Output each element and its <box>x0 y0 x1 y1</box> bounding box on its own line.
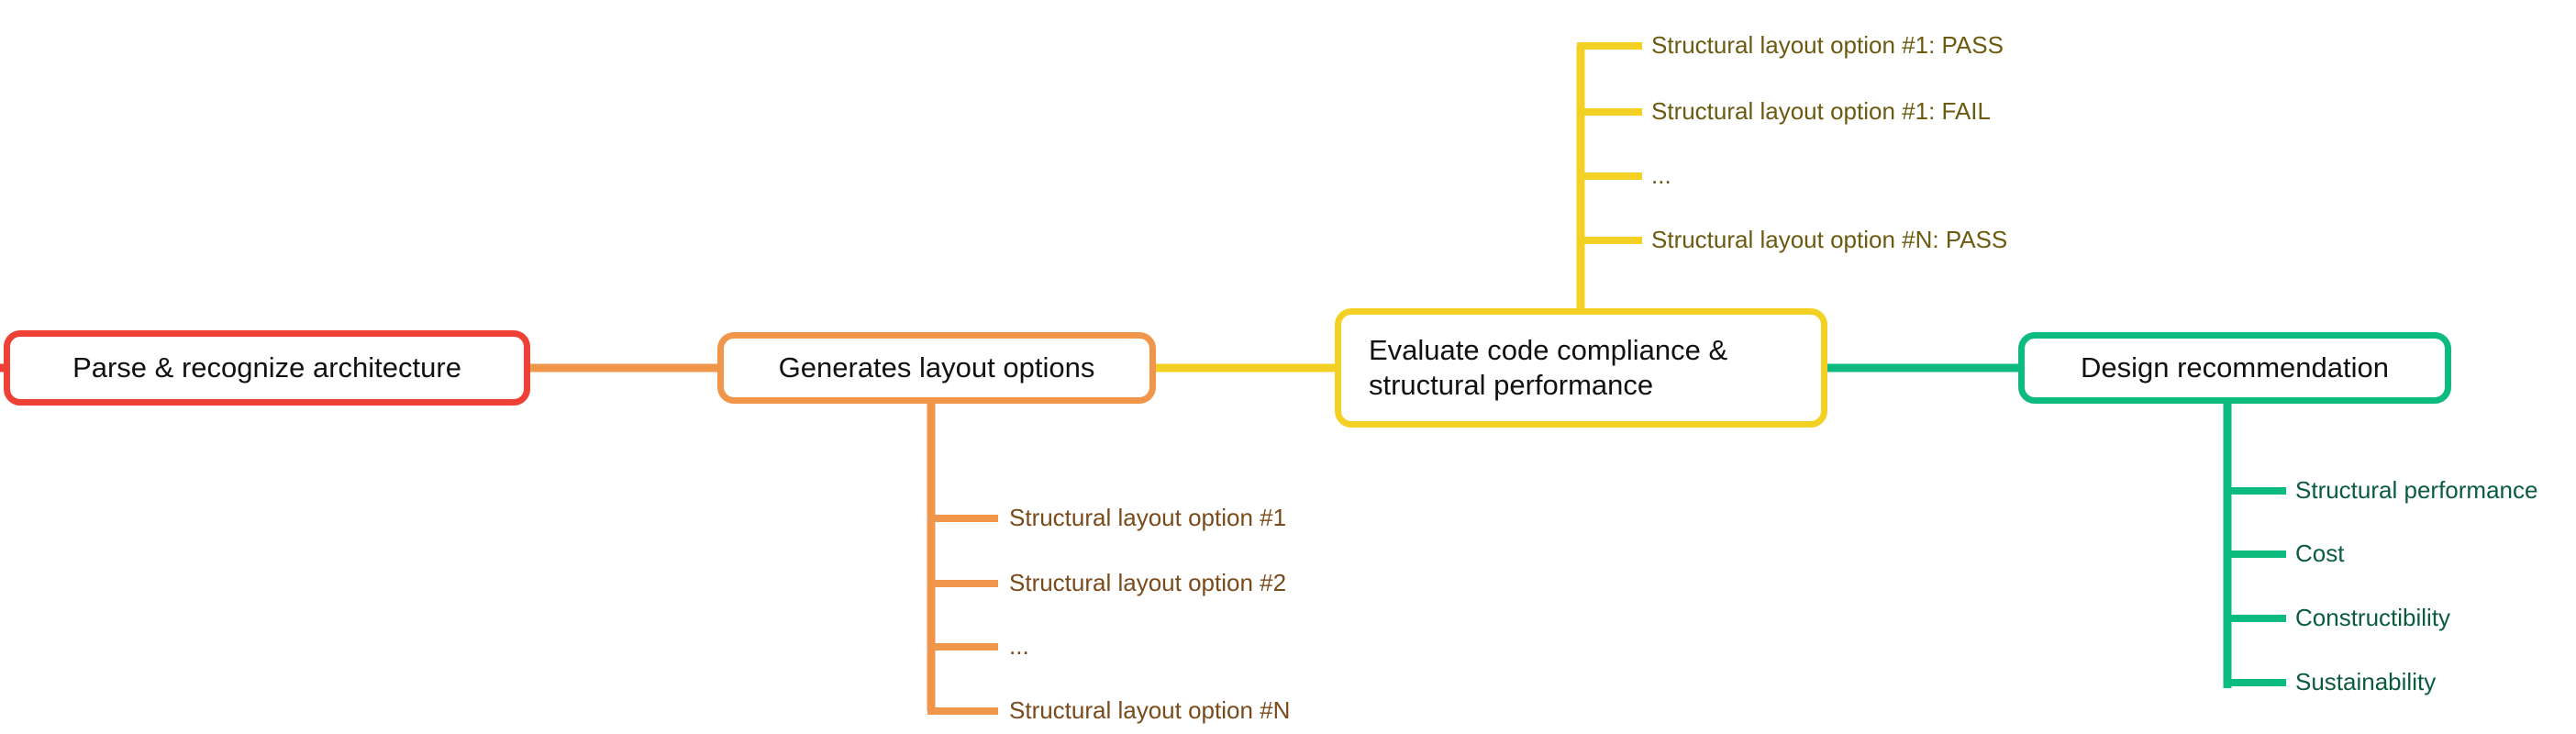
leaf-generate-option-2[interactable]: Structural layout option #2 <box>1009 569 1287 596</box>
node-evaluate-label: Evaluate code compliance & structural pe… <box>1369 334 1728 401</box>
node-evaluate-code-compliance[interactable]: Evaluate code compliance & structural pe… <box>1335 308 1827 428</box>
leaf-generate-ellipsis[interactable]: ... <box>1009 632 1029 660</box>
leaf-recommend-structural-performance[interactable]: Structural performance <box>2295 476 2538 504</box>
leaf-generate-option-n[interactable]: Structural layout option #N <box>1009 696 1291 724</box>
node-recommend-label: Design recommendation <box>2080 351 2389 384</box>
node-design-recommendation[interactable]: Design recommendation <box>2018 332 2451 404</box>
leaf-generate-option-1[interactable]: Structural layout option #1 <box>1009 504 1287 531</box>
node-generates-layout-options[interactable]: Generates layout options <box>717 332 1156 404</box>
leaf-recommend-sustainability[interactable]: Sustainability <box>2295 668 2437 695</box>
leaf-evaluate-ellipsis[interactable]: ... <box>1651 161 1671 189</box>
node-parse-label: Parse & recognize architecture <box>72 351 461 384</box>
leaf-recommend-cost[interactable]: Cost <box>2295 539 2345 567</box>
leaf-evaluate-option-1-fail[interactable]: Structural layout option #1: FAIL <box>1651 97 1991 125</box>
leaf-evaluate-option-n-pass[interactable]: Structural layout option #N: PASS <box>1651 226 2008 253</box>
leaf-recommend-constructibility[interactable]: Constructibility <box>2295 604 2451 631</box>
node-generate-label: Generates layout options <box>778 351 1095 384</box>
node-parse-recognize-architecture[interactable]: Parse & recognize architecture <box>4 330 530 406</box>
leaf-evaluate-option-1-pass[interactable]: Structural layout option #1: PASS <box>1651 31 2004 59</box>
